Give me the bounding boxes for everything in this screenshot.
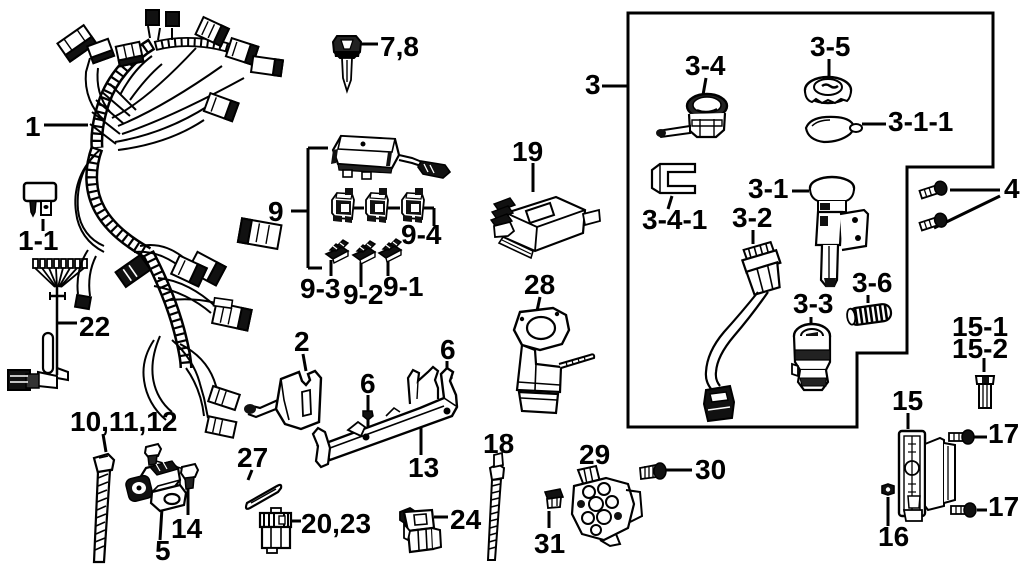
svg-text:14: 14: [171, 513, 203, 544]
svg-text:17: 17: [988, 491, 1019, 522]
svg-text:7,8: 7,8: [380, 31, 419, 62]
svg-text:16: 16: [878, 521, 909, 552]
svg-text:3-3: 3-3: [793, 288, 833, 319]
svg-text:31: 31: [534, 528, 565, 559]
svg-text:15: 15: [892, 385, 923, 416]
svg-text:3-1: 3-1: [748, 173, 788, 204]
svg-text:17: 17: [988, 418, 1019, 449]
svg-text:2: 2: [294, 326, 310, 357]
svg-text:9-1: 9-1: [383, 271, 423, 302]
svg-text:3-4-1: 3-4-1: [642, 204, 707, 235]
svg-text:19: 19: [512, 136, 543, 167]
svg-text:30: 30: [695, 454, 726, 485]
svg-text:9-3: 9-3: [300, 273, 340, 304]
svg-text:3-6: 3-6: [852, 267, 892, 298]
svg-text:3-4: 3-4: [685, 50, 726, 81]
svg-text:22: 22: [79, 311, 110, 342]
svg-text:3-5: 3-5: [810, 31, 850, 62]
svg-text:15-1: 15-1: [952, 311, 1008, 342]
svg-text:9-2: 9-2: [343, 279, 383, 310]
svg-text:13: 13: [408, 452, 439, 483]
svg-text:6: 6: [360, 368, 376, 399]
svg-text:4: 4: [1004, 173, 1020, 204]
svg-text:20,23: 20,23: [301, 508, 371, 539]
svg-text:10,11,12: 10,11,12: [70, 406, 177, 437]
svg-text:28: 28: [524, 269, 555, 300]
svg-text:15-2: 15-2: [952, 333, 1008, 364]
svg-text:27: 27: [237, 442, 268, 473]
svg-text:24: 24: [450, 504, 482, 535]
svg-text:1-1: 1-1: [18, 225, 58, 256]
svg-text:29: 29: [579, 439, 610, 470]
svg-text:3-1-1: 3-1-1: [888, 106, 953, 137]
svg-text:9-4: 9-4: [401, 219, 442, 250]
svg-text:1: 1: [25, 111, 41, 142]
svg-text:9: 9: [268, 196, 284, 227]
svg-text:6: 6: [440, 334, 456, 365]
svg-text:3-2: 3-2: [732, 202, 772, 233]
svg-text:5: 5: [155, 535, 171, 566]
svg-text:3: 3: [585, 69, 601, 100]
